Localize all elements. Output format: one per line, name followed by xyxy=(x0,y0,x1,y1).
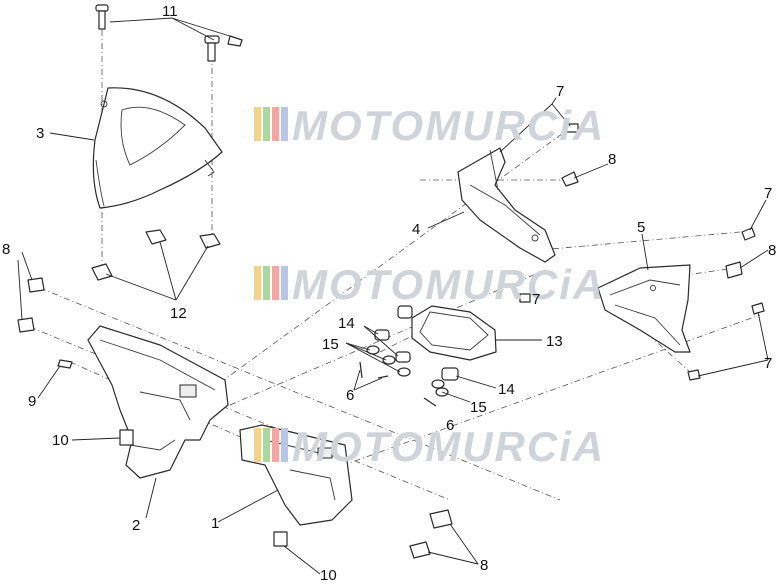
part-instrument-cluster xyxy=(397,305,497,361)
part-windscreen xyxy=(92,87,223,209)
part-lower-panel-left xyxy=(87,325,229,479)
watermark-text: MOTOMURCiA xyxy=(292,423,605,470)
callout-6b: 6 xyxy=(446,417,454,434)
callout-7c: 7 xyxy=(532,291,540,308)
callout-14a: 14 xyxy=(338,315,355,332)
watermark-text: MOTOMURCiA xyxy=(292,261,605,308)
callout-12: 12 xyxy=(170,305,187,322)
callout-10a: 10 xyxy=(52,432,69,449)
callout-7d: 7 xyxy=(764,355,772,372)
callout-14b: 14 xyxy=(498,381,515,398)
leader-lines xyxy=(17,17,769,575)
watermark-middle: MOTOMURCiA xyxy=(254,261,605,308)
callout-6a: 6 xyxy=(346,387,354,404)
callout-1: 1 xyxy=(211,515,219,532)
part-right-trim xyxy=(597,264,691,353)
callout-11: 11 xyxy=(162,3,178,20)
callout-labels: 1 2 3 4 5 6 6 7 7 7 7 8 8 8 8 9 10 10 11… xyxy=(2,3,776,584)
callout-8a: 8 xyxy=(608,151,616,168)
callout-8d: 8 xyxy=(480,557,488,574)
callout-2: 2 xyxy=(132,517,140,534)
callout-8b: 8 xyxy=(768,242,776,259)
callout-4: 4 xyxy=(412,221,420,238)
watermark-top: MOTOMURCiA xyxy=(254,102,605,149)
callout-7a: 7 xyxy=(556,83,564,100)
part-clips-12 xyxy=(91,229,221,281)
callout-5: 5 xyxy=(637,219,645,236)
watermark-text: MOTOMURCiA xyxy=(292,102,605,149)
callout-7b: 7 xyxy=(764,185,772,202)
callout-8c: 8 xyxy=(2,241,10,258)
watermark-bottom: MOTOMURCiA xyxy=(254,423,605,470)
callout-3: 3 xyxy=(36,125,44,142)
callout-9: 9 xyxy=(28,393,36,410)
callout-15b: 15 xyxy=(470,399,487,416)
part-screws-11 xyxy=(95,4,243,62)
part-grommets xyxy=(359,329,459,407)
part-screws xyxy=(17,123,765,559)
callout-10b: 10 xyxy=(320,567,337,584)
callout-13: 13 xyxy=(546,333,563,350)
callout-15a: 15 xyxy=(322,336,339,353)
part-upper-bracket xyxy=(457,147,556,263)
